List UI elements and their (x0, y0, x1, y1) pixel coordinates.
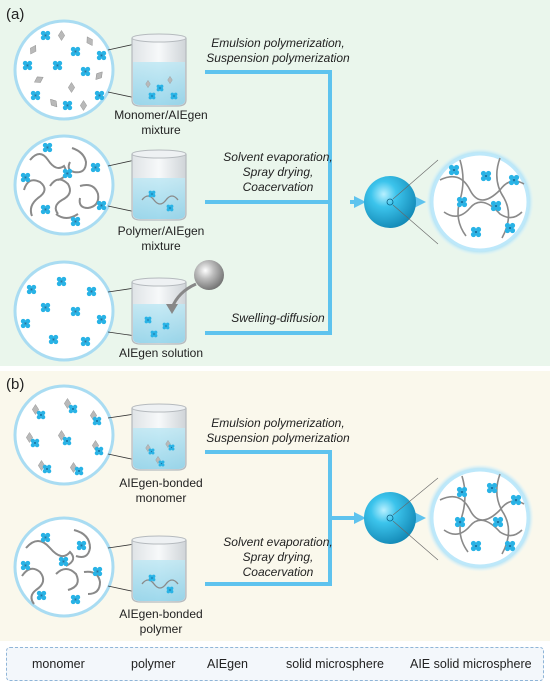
process-b1-line2: Suspension polymerization (206, 431, 350, 445)
caption-a1: Monomer/AIEgen mixture (96, 108, 226, 138)
caption-b1-line2: monomer (135, 491, 187, 505)
circle-aiegen-solution (13, 260, 115, 362)
legend-monomer-label: monomer (32, 657, 85, 671)
process-a3: Swelling-diffusion (188, 311, 368, 326)
aie-solid-microsphere-b (364, 492, 416, 544)
process-b1-line1: Emulsion polymerization, (211, 416, 345, 430)
panel-a-arrows (205, 70, 332, 335)
caption-a3-line1: AIEgen solution (118, 346, 204, 360)
process-a1-line2: Suspension polymerization (206, 51, 350, 65)
process-b2-line2: Spray drying, (242, 550, 314, 564)
magnified-structure-a (426, 148, 534, 256)
panel-a-label: (a) (6, 6, 25, 23)
legend-aiegen-label: AIEgen (207, 657, 249, 671)
process-b2: Solvent evaporation, Spray drying, Coace… (188, 535, 368, 580)
process-a2: Solvent evaporation, Spray drying, Coace… (188, 150, 368, 195)
circle-aiegen-bonded-polymer (13, 516, 115, 618)
caption-a2: Polymer/AIEgen mixture (96, 224, 226, 254)
circle-aiegen-bonded-monomer (13, 384, 115, 486)
circle-monomer-aiegen (13, 19, 115, 121)
legend-solid-microsphere-label: solid microsphere (286, 657, 384, 671)
panel-b-label: (b) (6, 376, 25, 393)
process-a2-line1: Solvent evaporation, (223, 150, 333, 164)
beaker-row1 (131, 33, 187, 107)
process-a2-line3: Coacervation (242, 180, 314, 194)
legend-polymer-label: polymer (131, 657, 176, 671)
legend (6, 647, 544, 681)
process-a2-line2: Spray drying, (242, 165, 314, 179)
process-a1-line1: Emulsion polymerization, (211, 36, 345, 50)
caption-b2-line2: polymer (139, 622, 183, 636)
process-b2-line3: Coacervation (242, 565, 314, 579)
caption-a1-line2: mixture (141, 123, 181, 137)
process-b1: Emulsion polymerization, Suspension poly… (188, 416, 368, 446)
beaker-b-row2 (131, 535, 187, 603)
caption-a2-line1: Polymer/AIEgen (117, 224, 205, 238)
caption-a1-line1: Monomer/AIEgen (114, 108, 208, 122)
caption-b2: AIEgen-bonded polymer (96, 607, 226, 637)
circle-polymer-aiegen (13, 134, 115, 236)
process-a3-line1: Swelling-diffusion (231, 311, 325, 325)
beaker-b-row1 (131, 403, 187, 471)
caption-a3: AIEgen solution (96, 346, 226, 361)
magnified-structure-b (426, 464, 534, 572)
legend-aie-solid-microsphere-label: AIE solid microsphere (410, 657, 532, 671)
caption-a2-line2: mixture (141, 239, 181, 253)
beaker-row3 (131, 277, 187, 345)
solid-microsphere (194, 260, 224, 290)
process-a1: Emulsion polymerization, Suspension poly… (188, 36, 368, 66)
caption-b2-line1: AIEgen-bonded (119, 607, 203, 621)
aie-solid-microsphere-a (364, 176, 416, 228)
process-b2-line1: Solvent evaporation, (223, 535, 333, 549)
caption-b1-line1: AIEgen-bonded (119, 476, 203, 490)
caption-b1: AIEgen-bonded monomer (96, 476, 226, 506)
beaker-row2 (131, 149, 187, 221)
